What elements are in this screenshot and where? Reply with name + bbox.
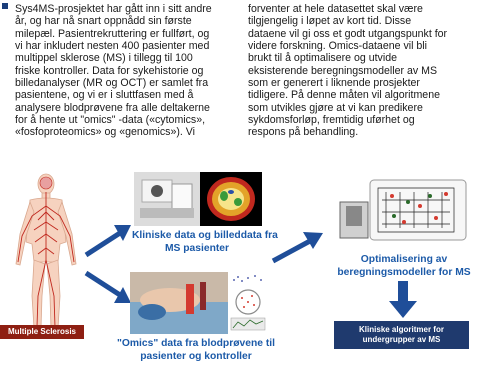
clinical-algorithms-box: Kliniske algoritmer for undergrupper av … [334,321,469,349]
bullet-icon [2,3,8,9]
text-line: friske kontroller. Data for sykehistorie… [15,64,204,77]
model-optimization-caption: Optimalisering av beregningsmodeller for… [337,254,471,278]
computational-model-image [334,172,474,250]
clinical-data-caption: Kliniske data og billeddata fra MS pasie… [132,230,278,254]
omics-data-caption: "Omics" data fra blodprøvene til pasient… [117,338,275,362]
multiple-sclerosis-label: Multiple Sclerosis [0,325,84,339]
text-line: billedanalyser (MR og OCT) er samlet fra [15,77,209,90]
text-line: multippel sklerose (MS) i tillegg til 10… [15,52,193,65]
text-line: år, og har nå snart oppnådd sin første [15,15,192,28]
text-line: analysere blodprøvene fra alle deltakern… [15,101,210,114]
oct-scanner-photo [134,172,200,226]
text-line: forventer at hele datasettet skal være [248,3,423,15]
body-text-right-column: forventer at hele datasettet skal være t… [248,3,478,139]
text-line: dataene vil gi oss et godt utgangspunkt … [248,27,448,40]
text-line: sykdomsforløp, fremtidig uførhet og [248,114,415,127]
text-line: videre forskning. Omics-dataene vil bli [248,40,427,53]
text-line: for å hente ut "omics" -data («cytomics»… [15,114,206,127]
text-line: tilgjengelig i løpet av kort tid. Disse [248,15,412,28]
arrow-down-icon [389,281,417,318]
text-line: milepæl. Pasientrekruttering er fullført… [15,27,210,40]
text-line: vi har inkludert nesten 400 pasienter me… [15,40,210,53]
text-line: tidligere. På denne måten vil algoritmen… [248,89,440,102]
arrow-up-right-icon [84,225,131,258]
nervous-system-body-illustration [15,173,77,329]
text-line: som utvikles gjøre at vi kan predikere [248,101,423,114]
body-text-left-column: Sys4MS-prosjektet har gått inn i sitt an… [15,3,237,139]
text-line: respons på behandling. [248,126,359,139]
text-line: eksisterende beregningsmodeller av MS [248,64,438,77]
text-line: «fosfoproteomics» og «genomics»). Vi [15,126,195,139]
text-line: som er generert i liknende prosjekter [248,77,420,90]
text-line: Sys4MS-prosjektet har gått inn i sitt an… [15,3,212,15]
omics-data-plots-image [228,272,268,334]
arrow-right-icon [271,232,323,264]
text-line: pasientene, og vi er i sluttfasen med å [15,89,194,102]
arrow-down-right-icon [84,270,131,303]
brain-mri-scan-image [200,172,262,226]
text-line: brukt til å optimalisere og utvide [248,52,397,65]
blood-sample-photo [130,272,228,334]
